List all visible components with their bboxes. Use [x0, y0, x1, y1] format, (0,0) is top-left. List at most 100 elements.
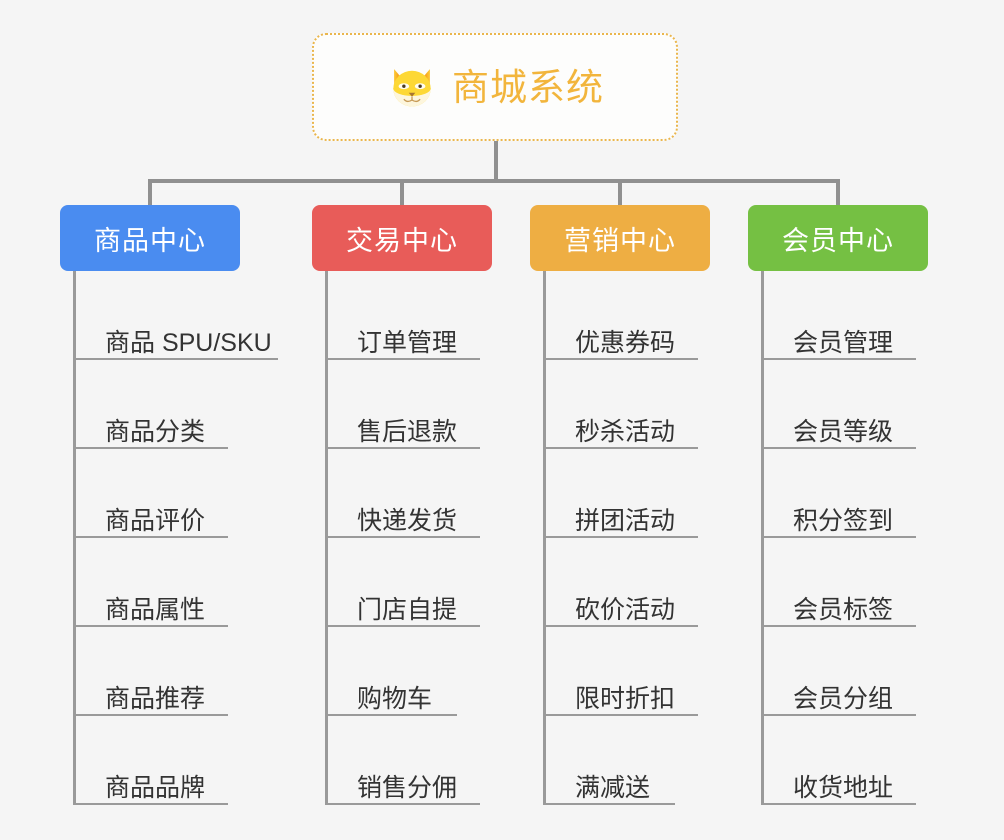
- leaf-list-member-center: 会员管理 会员等级 积分签到 会员标签 会员分组 收货地址: [748, 271, 988, 805]
- leaf-item[interactable]: 商品属性: [60, 538, 300, 627]
- leaf-underline: [761, 803, 916, 805]
- leaf-label: 购物车: [357, 684, 433, 713]
- leaf-label: 会员分组: [793, 684, 894, 713]
- leaf-item[interactable]: 商品品牌: [60, 716, 300, 805]
- leaf-label: 商品 SPU/SKU: [105, 328, 272, 357]
- leaf-item[interactable]: 快递发货: [312, 449, 552, 538]
- connector-drop-3: [618, 179, 622, 207]
- leaf-item[interactable]: 订单管理: [312, 271, 552, 360]
- leaf-label: 商品评价: [105, 506, 206, 535]
- leaf-label: 拼团活动: [575, 506, 676, 535]
- leaf-item[interactable]: 销售分佣: [312, 716, 552, 805]
- leaf-underline: [761, 358, 916, 360]
- leaf-label: 订单管理: [357, 328, 458, 357]
- leaf-item[interactable]: 会员标签: [748, 538, 988, 627]
- leaf-underline: [325, 358, 480, 360]
- leaf-item[interactable]: 商品推荐: [60, 627, 300, 716]
- branch-marketing-center: 营销中心 优惠券码 秒杀活动 拼团活动 砍价活动 限时折扣: [530, 205, 770, 805]
- leaf-underline: [73, 803, 228, 805]
- leaf-underline: [325, 447, 480, 449]
- leaf-item[interactable]: 商品 SPU/SKU: [60, 271, 300, 360]
- branch-product-center: 商品中心 商品 SPU/SKU 商品分类 商品评价 商品属性 商品推荐: [60, 205, 300, 805]
- connector-root-stem: [494, 141, 498, 183]
- leaf-underline: [761, 625, 916, 627]
- connector-horizontal-bus: [150, 179, 840, 183]
- branch-rail: [325, 271, 328, 805]
- leaf-underline: [543, 536, 698, 538]
- leaf-label: 秒杀活动: [575, 417, 676, 446]
- leaf-underline: [325, 625, 480, 627]
- leaf-underline: [73, 714, 228, 716]
- leaf-label: 销售分佣: [357, 773, 458, 802]
- leaf-list-marketing-center: 优惠券码 秒杀活动 拼团活动 砍价活动 限时折扣 满减送: [530, 271, 770, 805]
- branch-rail: [761, 271, 764, 805]
- branch-rail: [543, 271, 546, 805]
- leaf-underline: [325, 803, 480, 805]
- leaf-list-product-center: 商品 SPU/SKU 商品分类 商品评价 商品属性 商品推荐 商品品牌: [60, 271, 300, 805]
- leaf-item[interactable]: 售后退款: [312, 360, 552, 449]
- connector-drop-1: [148, 179, 152, 207]
- leaf-label: 砍价活动: [575, 595, 676, 624]
- root-title: 商城系统: [452, 66, 604, 108]
- leaf-underline: [543, 714, 698, 716]
- leaf-item[interactable]: 会员管理: [748, 271, 988, 360]
- leaf-label: 商品分类: [105, 417, 206, 446]
- root-node-shop-system[interactable]: 商城系统: [312, 33, 678, 141]
- leaf-item[interactable]: 积分签到: [748, 449, 988, 538]
- leaf-label: 优惠券码: [575, 328, 676, 357]
- branch-title: 营销中心: [564, 225, 676, 256]
- branch-title: 交易中心: [346, 225, 458, 256]
- leaf-item[interactable]: 会员等级: [748, 360, 988, 449]
- leaf-label: 满减送: [575, 773, 651, 802]
- leaf-label: 商品属性: [105, 595, 206, 624]
- leaf-item[interactable]: 商品分类: [60, 360, 300, 449]
- leaf-list-trade-center: 订单管理 售后退款 快递发货 门店自提 购物车 销售分佣: [312, 271, 552, 805]
- branch-header-marketing-center[interactable]: 营销中心: [530, 205, 710, 271]
- branch-trade-center: 交易中心 订单管理 售后退款 快递发货 门店自提 购物车: [312, 205, 552, 805]
- leaf-label: 售后退款: [357, 417, 458, 446]
- leaf-label: 快递发货: [357, 506, 458, 535]
- branch-header-product-center[interactable]: 商品中心: [60, 205, 240, 271]
- leaf-label: 收货地址: [793, 773, 894, 802]
- leaf-label: 门店自提: [357, 595, 458, 624]
- branch-header-trade-center[interactable]: 交易中心: [312, 205, 492, 271]
- leaf-label: 会员等级: [793, 417, 894, 446]
- leaf-item[interactable]: 商品评价: [60, 449, 300, 538]
- branch-title: 会员中心: [782, 225, 894, 256]
- leaf-label: 会员管理: [793, 328, 894, 357]
- leaf-item[interactable]: 会员分组: [748, 627, 988, 716]
- connector-drop-2: [400, 179, 404, 207]
- leaf-label: 积分签到: [793, 506, 894, 535]
- connector-drop-4: [836, 179, 840, 207]
- leaf-item[interactable]: 砍价活动: [530, 538, 770, 627]
- branch-header-member-center[interactable]: 会员中心: [748, 205, 928, 271]
- leaf-underline: [543, 358, 698, 360]
- leaf-item[interactable]: 购物车: [312, 627, 552, 716]
- leaf-label: 商品品牌: [105, 773, 206, 802]
- leaf-item[interactable]: 门店自提: [312, 538, 552, 627]
- leaf-underline: [73, 358, 278, 360]
- leaf-label: 会员标签: [793, 595, 894, 624]
- leaf-underline: [761, 714, 916, 716]
- leaf-item[interactable]: 拼团活动: [530, 449, 770, 538]
- leaf-item[interactable]: 优惠券码: [530, 271, 770, 360]
- branch-member-center: 会员中心 会员管理 会员等级 积分签到 会员标签 会员分组: [748, 205, 988, 805]
- leaf-item[interactable]: 秒杀活动: [530, 360, 770, 449]
- leaf-label: 限时折扣: [575, 684, 676, 713]
- shiba-dog-icon: [393, 69, 431, 107]
- leaf-underline: [73, 536, 228, 538]
- leaf-item[interactable]: 满减送: [530, 716, 770, 805]
- leaf-underline: [543, 625, 698, 627]
- leaf-underline: [761, 536, 916, 538]
- leaf-underline: [543, 803, 675, 805]
- leaf-underline: [73, 447, 228, 449]
- leaf-underline: [73, 625, 228, 627]
- branch-title: 商品中心: [94, 225, 206, 256]
- leaf-underline: [325, 714, 457, 716]
- leaf-label: 商品推荐: [105, 684, 206, 713]
- branch-rail: [73, 271, 76, 805]
- leaf-underline: [543, 447, 698, 449]
- leaf-item[interactable]: 限时折扣: [530, 627, 770, 716]
- leaf-item[interactable]: 收货地址: [748, 716, 988, 805]
